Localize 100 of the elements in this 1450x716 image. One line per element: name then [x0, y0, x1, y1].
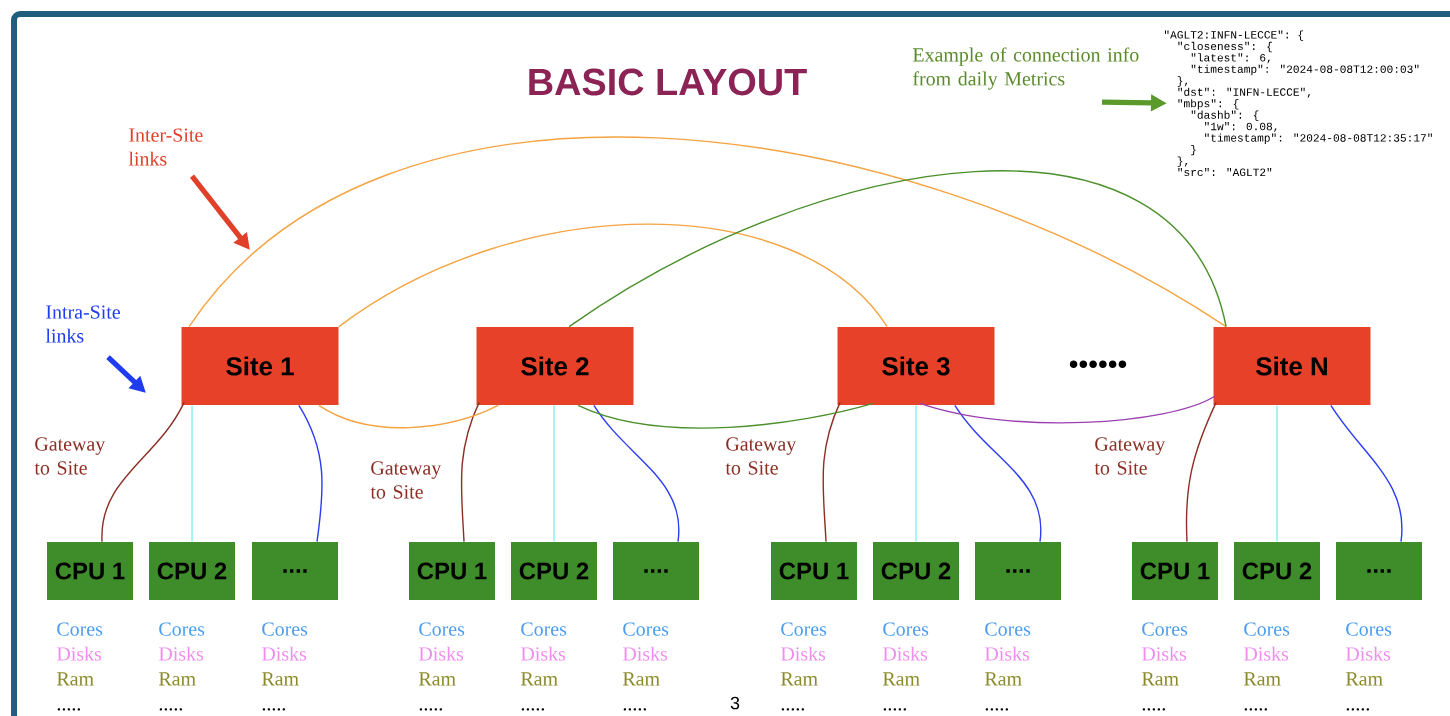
node-label: Cores	[1142, 622, 1188, 636]
resource-list: Cores Disks Ram .....	[622, 622, 669, 711]
cpu-box: CPU 2	[873, 542, 959, 600]
node-label: Ram	[622, 672, 660, 686]
resource-list: Cores Disks Ram .....	[1141, 622, 1188, 711]
edge-label: Gateway to Site	[368, 459, 453, 501]
cpu-box: CPU 1	[1132, 542, 1218, 600]
node-label: Disks	[882, 646, 928, 661]
cpu-box: CPU 1	[771, 542, 857, 600]
link-line	[1330, 404, 1403, 543]
node-label: Disks	[261, 646, 307, 661]
node-label: Ram	[158, 672, 196, 686]
link-line	[460, 401, 480, 543]
node-label: .....	[262, 708, 285, 711]
node-label: .....	[419, 708, 442, 711]
node-label: Disks	[1141, 646, 1187, 661]
cpu-box: CPU 2	[1234, 542, 1320, 600]
node-label: .....	[159, 708, 182, 711]
node-label: Disks	[56, 646, 102, 661]
link-line	[298, 404, 323, 543]
link-line	[318, 404, 499, 429]
link-line	[1185, 401, 1217, 543]
node-label: .....	[521, 708, 544, 711]
node-label: Disks	[1243, 646, 1289, 661]
cpu-box: CPU 1	[47, 542, 133, 600]
link-line	[577, 402, 874, 429]
node-label: Ram	[1141, 672, 1179, 686]
ellipsis: ••••••	[1069, 360, 1127, 369]
node-label: Cores	[1346, 622, 1392, 636]
node-label: Ram	[261, 672, 299, 686]
node-label: Ram	[1345, 672, 1383, 686]
resource-list: Cores Disks Ram .....	[520, 622, 567, 711]
link-line	[568, 170, 1227, 328]
node-label: Ram	[882, 672, 920, 686]
page-number: 3	[730, 696, 740, 710]
cpu-box: ....	[613, 542, 699, 600]
edge-label: Gateway to Site	[32, 435, 117, 477]
link-line	[822, 401, 841, 543]
node-label: Cores	[781, 622, 827, 636]
resource-list: Cores Disks Ram .....	[261, 622, 308, 711]
edge-label: Gateway to Site	[1092, 435, 1177, 477]
cpu-box: ....	[252, 542, 338, 600]
node-label: .....	[57, 708, 80, 711]
node-label: Cores	[985, 622, 1031, 636]
cpu-box: ....	[1336, 542, 1422, 600]
site-box: Site 1	[181, 327, 339, 405]
node-label: Cores	[419, 622, 465, 636]
resource-list: Cores Disks Ram .....	[159, 622, 205, 711]
node-label: Cores	[159, 622, 205, 636]
link-line	[553, 404, 555, 543]
cpu-box: ....	[975, 542, 1061, 600]
node-label: Cores	[623, 622, 669, 636]
code-snippet: "AGLT2:INFN-LECCE": { "closeness": { "latest": 6, "timestamp": "2024-08-08T12:00:03" }, "dst": "INFN-LECCE", "mbps": { "dashb": { "1w": 0.08, "timestamp": "2024-08-08T12:35:17" } }, "src": "AGLT2"	[1164, 30, 1432, 177]
node-label: Cores	[883, 622, 929, 636]
link-line	[593, 404, 680, 543]
node-label: .....	[623, 708, 646, 711]
site-box: Site N	[1213, 327, 1371, 405]
node-label: Cores	[1244, 622, 1290, 636]
node-label: Disks	[418, 646, 464, 661]
node-label: Ram	[780, 672, 818, 686]
cpu-box: CPU 1	[409, 542, 495, 600]
node-label: .....	[1142, 708, 1165, 711]
title: BASIC LAYOUT	[529, 68, 807, 96]
link-line	[915, 404, 917, 543]
link-line	[954, 404, 1042, 543]
site-box: Site 3	[837, 327, 995, 405]
link-line	[919, 395, 1216, 424]
annotation-text: Example of connection info from daily Metrics	[912, 47, 1139, 90]
cpu-box: CPU 2	[149, 542, 235, 600]
resource-list: Cores Disks Ram .....	[882, 622, 929, 711]
node-label: Disks	[984, 646, 1030, 661]
node-label: .....	[1244, 708, 1267, 711]
link-line	[188, 137, 1227, 328]
resource-list: Cores Disks Ram .....	[418, 622, 465, 711]
resource-list: Cores Disks Ram .....	[1345, 622, 1392, 711]
node-label: Ram	[56, 672, 94, 686]
node-label: .....	[883, 708, 906, 711]
edge-label: Gateway to Site	[723, 435, 808, 477]
node-label: Disks	[158, 646, 204, 661]
resource-list: Cores Disks Ram .....	[984, 622, 1031, 711]
node-label: Cores	[521, 622, 567, 636]
node-label: Ram	[984, 672, 1022, 686]
cpu-box: CPU 2	[511, 542, 597, 600]
link-line	[1276, 404, 1278, 543]
site-box: Site 2	[476, 327, 634, 405]
link-line	[191, 404, 193, 543]
resource-list: Cores Disks Ram .....	[57, 622, 103, 711]
node-label: Disks	[520, 646, 566, 661]
node-label: Disks	[1345, 646, 1391, 661]
annotation-text: Intra-Site links	[45, 305, 120, 343]
resource-list: Cores Disks Ram .....	[1243, 622, 1290, 711]
link-line	[101, 401, 185, 543]
node-label: Disks	[780, 646, 826, 661]
resource-list: Cores Disks Ram .....	[780, 622, 827, 711]
node-label: Cores	[262, 622, 308, 636]
node-label: Disks	[622, 646, 668, 661]
node-label: Ram	[1243, 672, 1281, 686]
node-label: Ram	[520, 672, 558, 686]
node-label: Ram	[418, 672, 456, 686]
node-label: Cores	[57, 622, 103, 636]
